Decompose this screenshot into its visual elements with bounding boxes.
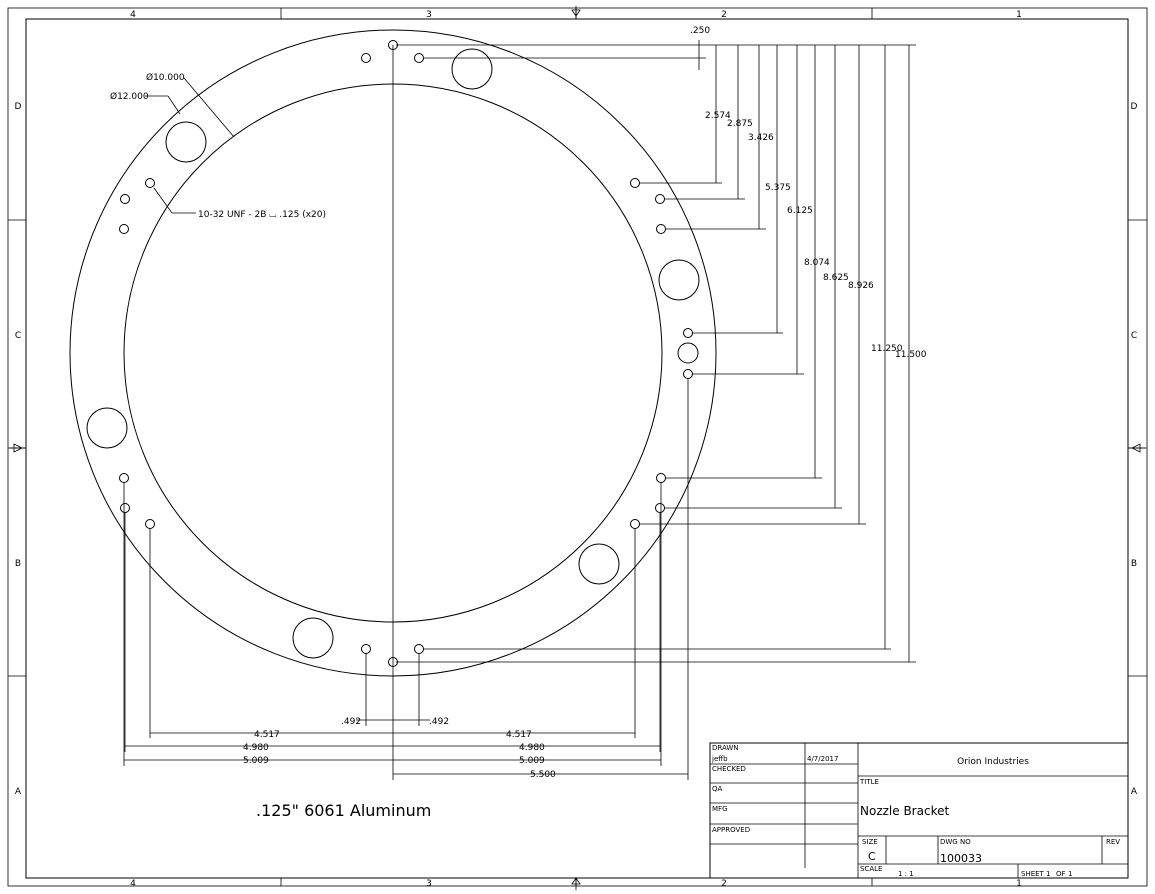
zone-col-4-bottom: 4 [130, 879, 136, 889]
dim-v-8625: 8.625 [823, 273, 849, 283]
title-label: TITLE [859, 778, 879, 786]
outer-border [7, 7, 1148, 887]
zone-row-a-right: A [1131, 787, 1138, 797]
dim-v-11500: 11.500 [895, 350, 927, 360]
checked-label: CHECKED [712, 765, 746, 773]
sheet-total: 1 [1068, 870, 1072, 878]
horizontal-extension-lines [123, 378, 689, 780]
large-hole [677, 342, 699, 364]
zone-row-d-left: D [15, 102, 22, 112]
drawn-date-value: 4/7/2017 [807, 755, 838, 763]
dim-h-5009-left: 5.009 [243, 756, 269, 766]
approved-label: APPROVED [712, 826, 750, 834]
dim-h-492-left: .492 [341, 717, 361, 727]
size-label: SIZE [862, 838, 878, 846]
inner-border [25, 18, 1129, 879]
title-block [709, 742, 1129, 879]
vertical-dimension-lines [698, 40, 910, 662]
drawing-title: Nozzle Bracket [860, 804, 949, 818]
scale-value: 1 : 1 [898, 870, 914, 878]
zone-col-2-top: 2 [721, 10, 727, 20]
zone-row-b-left: B [15, 559, 21, 569]
large-hole [658, 259, 700, 301]
horizontal-dimension-lines [124, 719, 688, 775]
dim-h-492-right: .492 [429, 717, 449, 727]
qa-label: QA [712, 785, 723, 793]
zone-row-c-left: C [15, 331, 21, 341]
dim-h-5500: 5.500 [530, 770, 556, 780]
dim-h-4517-right: 4.517 [506, 730, 532, 740]
sheet-number: 1 [1046, 870, 1050, 878]
of-label: OF [1056, 870, 1066, 878]
zone-row-a-left: A [15, 787, 22, 797]
zone-col-1-bottom: 1 [1016, 879, 1022, 889]
drawn-by-value: jeffb [711, 755, 728, 763]
dim-h-4517-left: 4.517 [254, 730, 280, 740]
diameter-callouts [145, 77, 235, 214]
dim-h-4980-left: 4.980 [243, 743, 269, 753]
large-hole [165, 121, 207, 163]
dim-v-8926: 8.926 [848, 281, 874, 291]
dim-h-5009-right: 5.009 [519, 756, 545, 766]
dim-v-6125: 6.125 [787, 206, 813, 216]
dwg-no-value: 100033 [940, 852, 982, 865]
dim-v-3426: 3.426 [748, 133, 774, 143]
zone-row-b-right: B [1131, 559, 1137, 569]
company-name: Orion Industries [957, 757, 1029, 767]
dim-v-2875: 2.875 [727, 119, 753, 129]
large-hole [86, 407, 128, 449]
scale-label: SCALE [860, 865, 882, 873]
outer-diameter-label: Ø10.000 [146, 72, 185, 83]
zone-col-3-bottom: 3 [426, 879, 432, 889]
vertical-extension-lines [396, 44, 916, 663]
dim-v-5375: 5.375 [765, 183, 791, 193]
dwg-no-label: DWG NO [940, 838, 971, 846]
large-hole [578, 543, 620, 585]
zone-ticks [8, 6, 1147, 890]
dim-h-4980-right: 4.980 [519, 743, 545, 753]
dim-v-11250: 11.250 [871, 344, 903, 354]
zone-col-3-top: 3 [426, 10, 432, 20]
dim-v-2574: 2.574 [705, 111, 731, 121]
thread-callout-label: 10-32 UNF - 2B ⌴ .125 (x20) [198, 210, 326, 220]
dim-top-offset: .250 [690, 26, 710, 36]
sheet-label: SHEET [1021, 870, 1045, 878]
zone-col-1-top: 1 [1016, 10, 1022, 20]
zone-row-d-right: D [1131, 102, 1138, 112]
tapped-holes [119, 40, 693, 667]
drawn-label: DRAWN [712, 744, 739, 752]
material-note: .125" 6061 Aluminum [256, 801, 431, 820]
large-hole [292, 617, 334, 659]
zone-row-c-right: C [1131, 331, 1137, 341]
zone-col-4-top: 4 [130, 10, 136, 20]
inner-diameter-label: Ø12.000 [110, 91, 149, 102]
dim-v-8074: 8.074 [804, 258, 830, 268]
size-value: C [868, 850, 876, 863]
large-hole [451, 48, 493, 90]
zone-col-2-bottom: 2 [721, 879, 727, 889]
rev-label: REV [1106, 838, 1120, 846]
large-holes [86, 48, 700, 659]
mfg-label: MFG [712, 805, 728, 813]
